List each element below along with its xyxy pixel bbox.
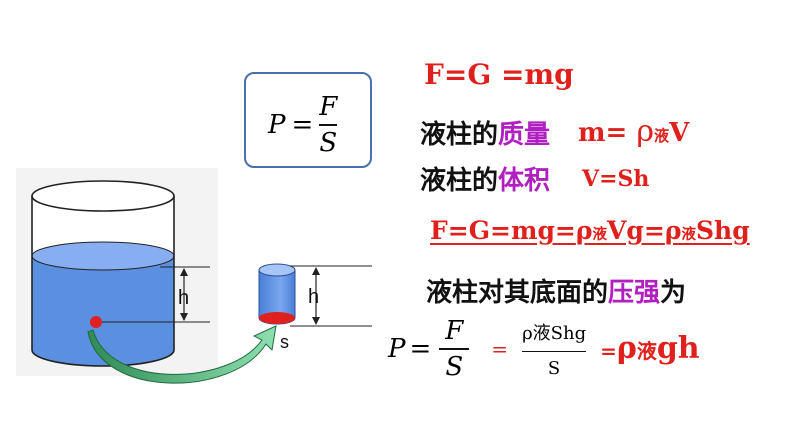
bottom-result: =ρ液gh [600,331,700,366]
long-part2: Vg= [607,216,665,245]
long-formula: F=G=mg=ρ液Vg=ρ液Shg [430,216,750,245]
mass-term: 质量 [498,119,551,149]
formula-denominator: S [319,127,338,158]
h-marker-big [96,266,210,323]
bottom-denominator: S [445,351,464,382]
bottom-fraction-bar [439,348,470,350]
bottom-eq2: = [491,336,509,361]
rho-symbol: ρ [636,114,654,149]
fraction-bar [319,124,338,126]
bottom-formula: P = F S = ρ液Shg S =ρ液gh [388,316,700,382]
formula-numerator: F [319,92,338,122]
volume-term: 体积 [498,165,551,195]
long-rho2: ρ [664,216,682,245]
s-label: s [280,332,289,352]
formula-p: P [268,109,286,140]
h-label-small: h [308,286,319,308]
formula-eq: = [291,109,314,140]
pressure-point [90,316,102,328]
h-marker-small [290,265,372,327]
bottom-result-tail: gh [656,331,700,367]
volume-row: 液柱的体积 [420,160,550,197]
formula-fraction: F S [319,92,338,158]
bottom-rho-sub: 液 [636,339,657,364]
bottom-fraction2: ρ液Shg S [522,319,587,379]
beaker [31,180,175,367]
long-part3: Shg [695,216,750,245]
bottom-eq: = [409,333,432,364]
bottom-denominator2: S [547,358,561,379]
transfer-arrow [87,325,277,384]
pressure-suffix: 为 [660,277,687,307]
mass-formula-rhs: V [669,118,690,148]
bottom-eq3: = [600,339,617,364]
bottom-fraction: F S [439,316,470,382]
line-fg: F=G =mg [424,58,574,91]
volume-prefix: 液柱的 [420,165,499,195]
mass-prefix: 液柱的 [420,119,499,149]
formula-box: P = F S [244,72,372,168]
volume-formula: V=Sh [582,166,650,192]
long-sub2: 液 [681,226,696,243]
rho-subscript: 液 [654,127,670,145]
mass-formula-lhs: m= [578,118,637,148]
pressure-prefix: 液柱对其底面的 [426,277,609,307]
bottom-numerator: F [445,316,464,346]
liquid-column [258,263,296,325]
bottom-numerator2: ρ液Shg [522,322,587,344]
bottom-p: P [388,333,406,364]
h-label-big: h [178,287,189,309]
mass-formula: m= ρ液V [578,114,689,149]
long-sub1: 液 [592,226,608,243]
bottom-fraction2-bar [522,350,587,352]
pressure-term: 压强 [608,277,661,307]
bottom-rho: ρ [616,331,637,367]
mass-row: 液柱的质量 [420,114,550,151]
long-rho1: ρ [575,216,593,245]
long-part1: F=G=mg= [430,216,576,245]
pressure-row: 液柱对其底面的压强为 [426,272,686,309]
